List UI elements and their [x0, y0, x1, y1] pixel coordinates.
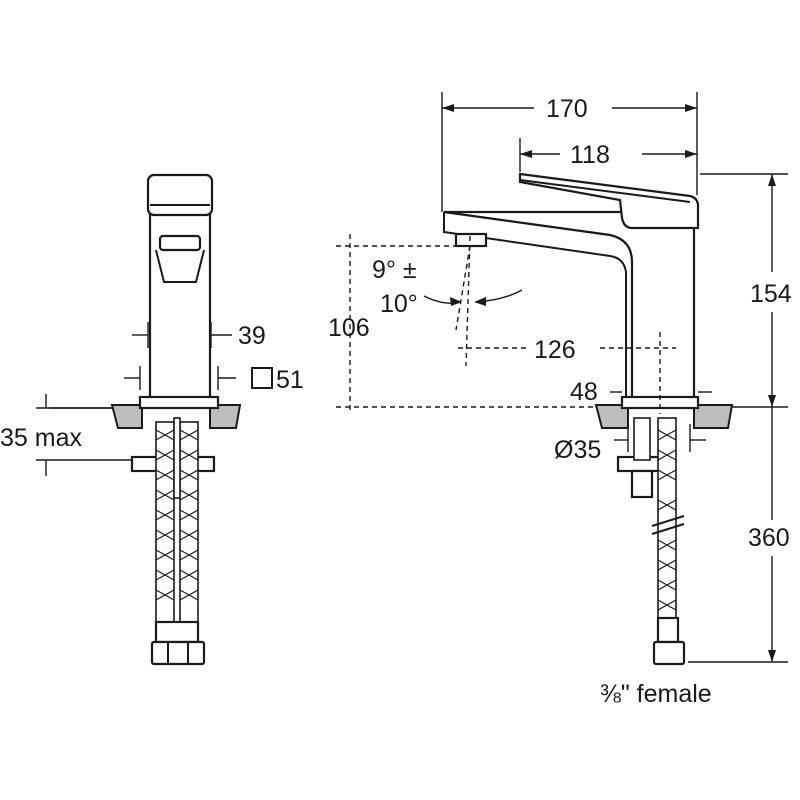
front-view: 39 51 35 max — [0, 173, 304, 666]
dim-106-label: 106 — [328, 314, 370, 342]
side-lever-edge — [519, 179, 691, 203]
angle-ref-vertical — [465, 235, 471, 367]
dim-170-arrow-left — [442, 104, 454, 112]
side-hose-break-2 — [651, 523, 685, 535]
side-stud — [633, 417, 651, 461]
dim-118-arrow-right — [685, 150, 697, 158]
dim-d35-label: Ø35 — [554, 436, 601, 464]
front-counter-right — [209, 404, 242, 429]
angle-main-label: 9° ± — [372, 256, 417, 284]
dim-170-label: 170 — [546, 95, 588, 123]
front-counter-left — [110, 404, 143, 429]
dim-154-arrow-top — [768, 174, 776, 186]
dim-360-label: 360 — [748, 524, 790, 552]
front-lever — [146, 173, 214, 217]
front-hose-nut — [150, 640, 206, 666]
square-symbol-icon — [251, 367, 273, 389]
dim-154-arrow-bottom — [768, 395, 776, 407]
side-lever — [518, 172, 700, 230]
side-counter-right — [693, 404, 734, 429]
dim-35max-label: 35 max — [0, 424, 82, 452]
side-hose-ferrule — [656, 616, 680, 644]
angle-tolerance-label: 10° — [380, 290, 418, 318]
dim-39-label: 39 — [238, 322, 266, 350]
dim-118-label: 118 — [570, 141, 610, 169]
side-hose-nut — [652, 640, 686, 666]
side-fixing-nut — [630, 469, 654, 499]
connection-label: ⅜" female — [600, 680, 712, 708]
dim-360-arrow-bottom — [768, 650, 776, 662]
dim-126-label: 126 — [534, 336, 576, 364]
front-body-curve — [155, 249, 205, 283]
side-hose-braid — [657, 429, 677, 611]
angle-arrow-right — [474, 297, 486, 306]
dim-170-arrow-right — [685, 104, 697, 112]
dim-154-label: 154 — [750, 280, 792, 308]
angle-arrow-left — [450, 297, 462, 306]
front-hose-braid — [155, 429, 199, 601]
side-aerator — [454, 232, 488, 248]
side-spout-lower — [443, 212, 627, 398]
dim-48-label: 48 — [570, 378, 598, 406]
front-base-plate — [138, 395, 220, 410]
front-hose-ferrule — [154, 620, 200, 644]
dim-51-label: 51 — [276, 366, 304, 394]
front-stud — [173, 417, 181, 499]
front-aerator — [158, 234, 202, 252]
dim-118-arrow-left — [520, 150, 532, 158]
side-view: 170 118 154 360 106 9° ± — [328, 92, 792, 708]
side-hose-break-1 — [651, 515, 685, 527]
